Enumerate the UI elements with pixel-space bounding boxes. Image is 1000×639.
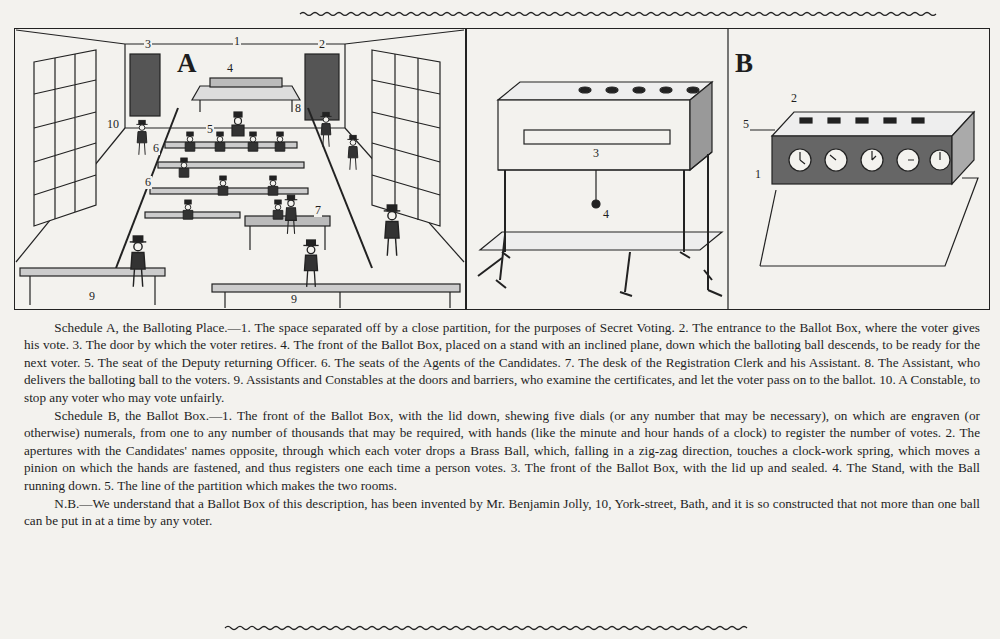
- balloting-room: [16, 30, 464, 308]
- callout-number: 6: [152, 142, 160, 155]
- callout-number: 9: [88, 290, 96, 303]
- panel-letter: A: [177, 49, 197, 77]
- ballot-box-open: [478, 82, 722, 296]
- callout-number: 9: [290, 293, 298, 306]
- explanation-paragraph: N.B.—We understand that a Ballot Box of …: [24, 495, 980, 530]
- callout-number: 2: [790, 92, 798, 105]
- callout-number: 6: [144, 176, 152, 189]
- wavy-rule: [225, 627, 747, 630]
- panel-divider: [727, 28, 728, 310]
- ballot-box-closed: [742, 112, 978, 266]
- callout-number: 1: [233, 35, 241, 48]
- caption-text: Schedule A, the Balloting Place.—1. The …: [24, 319, 980, 531]
- figure-panel: A: [14, 28, 466, 310]
- panel-letter: B: [735, 49, 753, 77]
- explanation-paragraph: Schedule A, the Balloting Place.—1. The …: [24, 319, 980, 406]
- callout-number: 4: [602, 208, 610, 221]
- figure-panel: B: [466, 28, 990, 310]
- callout-number: 1: [754, 168, 762, 181]
- explanation-paragraph: Schedule B, the Ballot Box.—1. The front…: [24, 407, 980, 494]
- callout-number: 5: [206, 123, 214, 136]
- callout-number: 3: [144, 38, 152, 51]
- callout-number: 7: [314, 204, 322, 217]
- callout-number: 10: [106, 118, 120, 131]
- callout-number: 2: [318, 38, 326, 51]
- callout-number: 3: [592, 147, 600, 160]
- wavy-rule: [300, 13, 936, 16]
- callout-number: 5: [742, 118, 750, 131]
- callout-number: 4: [226, 62, 234, 75]
- callout-number: 8: [294, 102, 302, 115]
